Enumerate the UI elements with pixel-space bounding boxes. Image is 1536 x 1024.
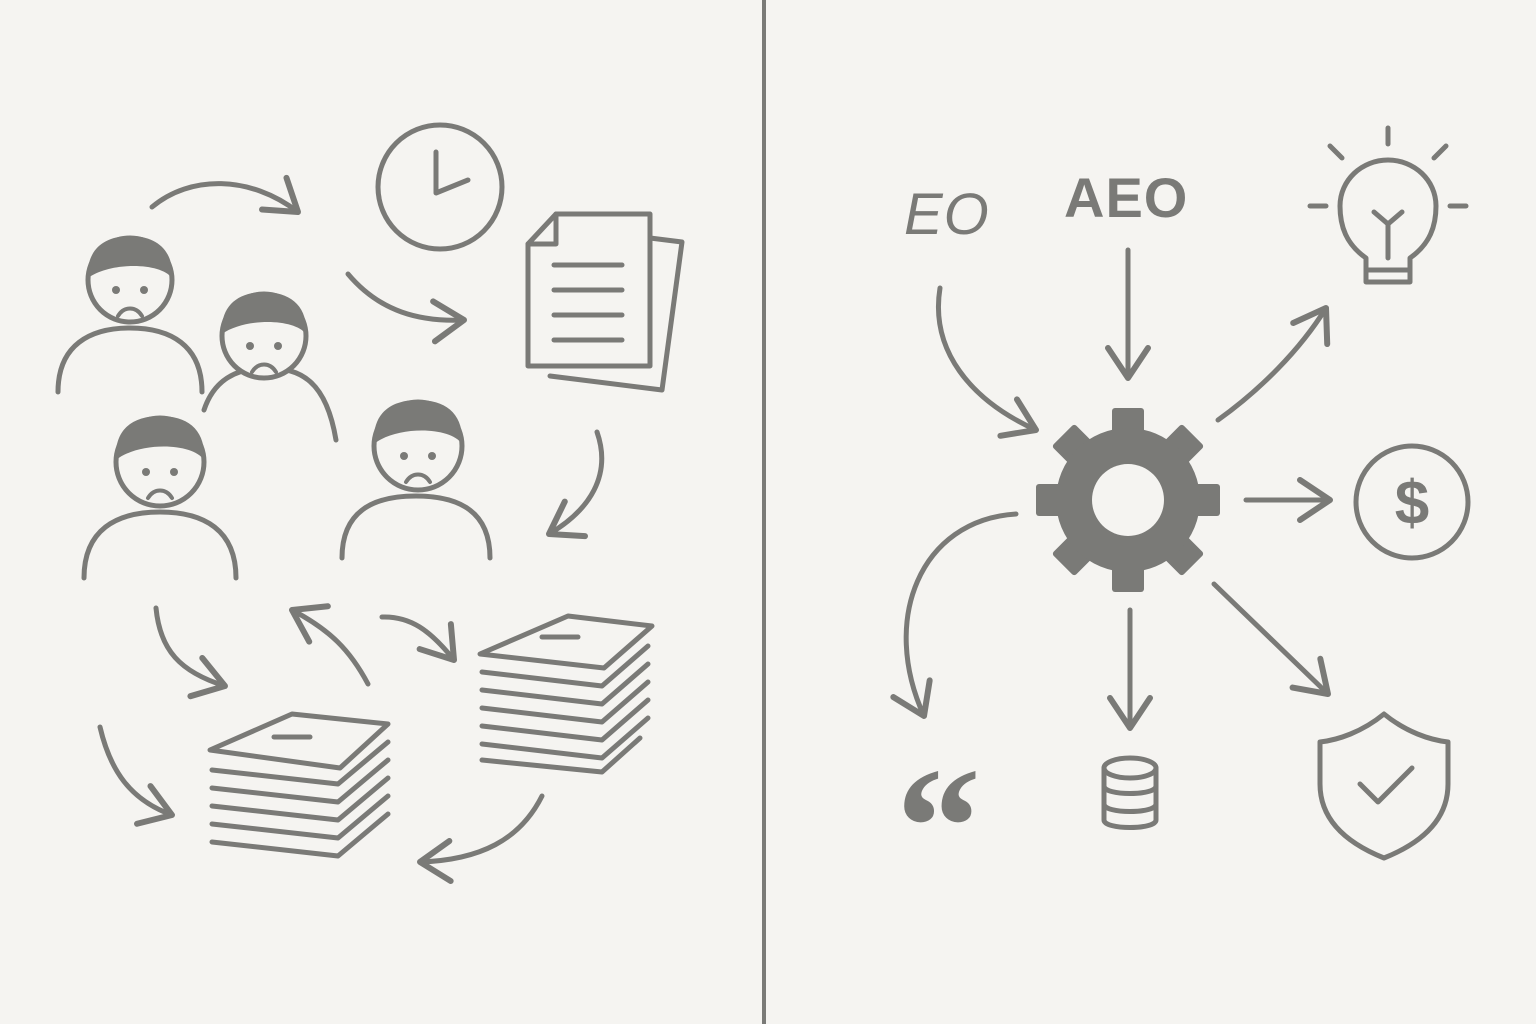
lightbulb-icon xyxy=(1307,125,1469,285)
documents-icon xyxy=(525,211,685,393)
database-icon xyxy=(1101,755,1159,830)
cycle-arrow-icon xyxy=(417,793,545,884)
arrow-icon xyxy=(1215,305,1331,423)
svg-text:$: $ xyxy=(1395,469,1429,538)
svg-text:“: “ xyxy=(896,733,981,921)
arrow-icon xyxy=(936,285,1039,439)
sad-person-icon xyxy=(201,291,339,443)
eo-label: EO xyxy=(904,182,990,247)
paper-stack-icon xyxy=(477,613,655,775)
cycle-arrow-icon xyxy=(97,724,175,827)
arrow-icon xyxy=(1211,581,1331,697)
sad-person-icon xyxy=(339,399,493,561)
dollar-coin-icon: $ xyxy=(1353,443,1471,561)
quote-icon: “ xyxy=(896,733,981,921)
arrow-icon xyxy=(890,511,1019,719)
cycle-arrow-icon xyxy=(153,605,228,700)
clock-icon xyxy=(375,122,505,252)
aeo-label: AEO xyxy=(1064,166,1189,229)
cycle-arrow-icon xyxy=(345,271,467,345)
cycle-arrow-icon xyxy=(379,614,457,663)
shield-check-icon xyxy=(1317,711,1451,861)
cycle-arrow-icon xyxy=(149,174,301,215)
gear-icon xyxy=(1036,408,1220,592)
sad-person-icon xyxy=(55,235,205,395)
paper-stack-icon xyxy=(207,711,391,859)
cycle-arrow-icon xyxy=(289,603,371,687)
cycle-arrow-icon xyxy=(546,429,605,540)
sad-person-icon xyxy=(81,415,239,581)
